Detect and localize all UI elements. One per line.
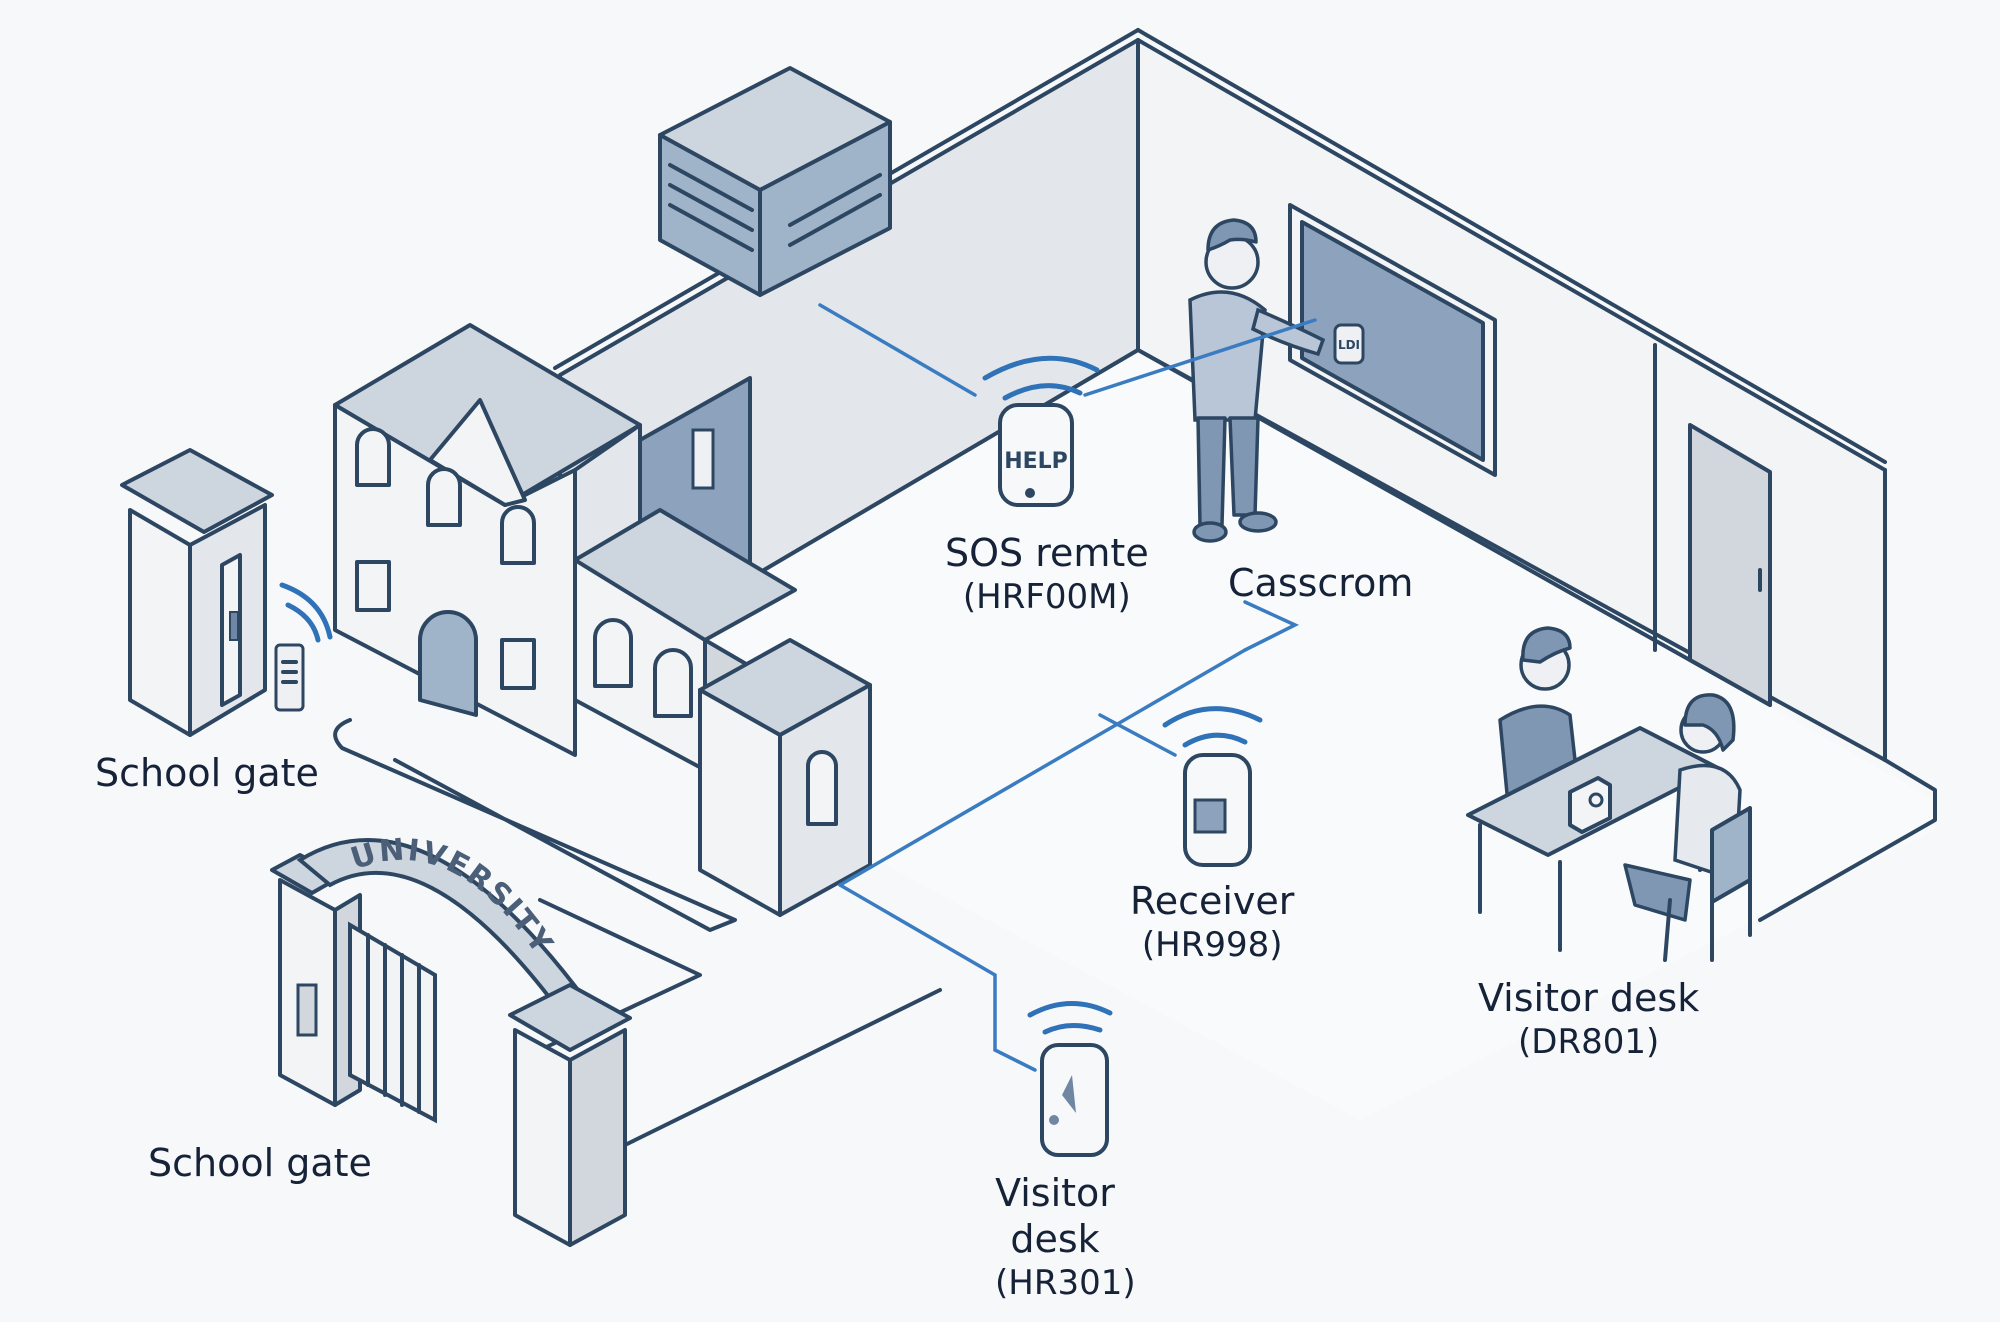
label-title: Visitor desk [1478, 976, 1700, 1020]
receiver-screen [1193, 798, 1227, 834]
server-vent-4 [788, 173, 882, 227]
path-to-desk [623, 988, 942, 1147]
window [355, 427, 391, 487]
chair-leg [1663, 898, 1672, 962]
signal-wave-icon [982, 355, 1100, 381]
path-outline [333, 718, 737, 932]
teacher-shoe-left [1192, 521, 1228, 543]
label-model: (DR801) [1518, 1022, 1660, 1062]
wall-top-rail-right [1136, 28, 1887, 464]
wing-window [653, 648, 693, 718]
label-model: (HRF00M) [962, 577, 1131, 617]
signal-wave-icon [1182, 732, 1248, 748]
label-receiver: Receiver (HR998) [1130, 878, 1294, 966]
label-classroom: Casscrom [1228, 560, 1413, 606]
gate-bars[interactable] [348, 921, 437, 1124]
label-title: Casscrom [1228, 561, 1414, 605]
server-right-face [758, 120, 892, 297]
teacher-figure [1188, 218, 1326, 543]
building-back-window [691, 428, 715, 490]
room-door[interactable] [1688, 423, 1772, 707]
label-title: Receiver [1130, 879, 1295, 923]
teacher-leg-right [1228, 416, 1260, 517]
sos-button-icon[interactable] [998, 403, 1074, 507]
floor-edge-right [1758, 758, 1937, 922]
server-vent-1 [668, 163, 754, 212]
wire-server-sos [818, 303, 977, 397]
terminal-logo [1588, 792, 1604, 808]
wire-visitor-desk [838, 883, 1037, 1072]
classroom-board: LDI [1288, 203, 1497, 477]
wire-sos-board [1083, 318, 1317, 397]
pager-logo [1062, 1075, 1076, 1113]
label-sos-remote: SOS remte (HRF00M) [945, 530, 1149, 618]
label-visitor-desk-right: Visitor desk (DR801) [1478, 975, 1699, 1063]
signal-wave-icon [279, 582, 333, 640]
arch-intercom[interactable] [296, 983, 318, 1037]
terminal-icon[interactable] [1568, 776, 1612, 834]
building-windows [355, 427, 536, 690]
label-title: Visitor desk [995, 1171, 1115, 1261]
sos-remote-device[interactable]: HELP [982, 355, 1100, 507]
arch-right-side [568, 1028, 627, 1247]
signal-wave-icon [1042, 1023, 1103, 1035]
window [426, 467, 462, 527]
classroom-panic-button[interactable] [1333, 323, 1365, 365]
label-visitor-desk-bottom: Visitor desk (HR301) [995, 1170, 1136, 1304]
teacher-leg-left [1196, 416, 1227, 527]
main-building [333, 323, 872, 917]
sos-indicator [1025, 488, 1035, 498]
arch-right-front [513, 1028, 572, 1247]
gate-door-reader [229, 611, 239, 641]
building-wing-roof [573, 508, 797, 642]
server-vent-2 [668, 183, 754, 232]
server-vent-5 [788, 193, 882, 247]
teacher-shoe-right [1238, 511, 1278, 533]
keypad-icon[interactable] [274, 643, 305, 712]
label-school-gate-bottom: School gate [148, 1140, 372, 1186]
wire-receiver [1098, 713, 1177, 757]
signal-wave-icon [1027, 1001, 1113, 1018]
label-title: SOS remte [945, 531, 1149, 575]
visitor-legs [1623, 863, 1692, 922]
wing-window [593, 618, 633, 688]
label-model: (HR301) [995, 1263, 1136, 1303]
school-gate-pillar [120, 448, 333, 737]
teacher-torso [1188, 290, 1267, 422]
signal-wave-icon [1162, 706, 1263, 728]
university-arch-gate: UNIVERSITY [270, 832, 632, 1247]
label-title: School gate [95, 751, 319, 795]
pager-indicator [1049, 1115, 1059, 1125]
label-model: (HR998) [1141, 925, 1283, 965]
network-wires [818, 303, 1317, 1072]
receiver-device[interactable] [1162, 706, 1263, 867]
window [355, 560, 391, 612]
sos-device-text: HELP [1004, 449, 1068, 474]
staff-hair [1521, 626, 1572, 664]
server-box[interactable] [658, 66, 892, 297]
wire-classroom [1243, 600, 1300, 652]
visitor-desk-device[interactable] [1027, 1001, 1113, 1157]
room-floor [560, 350, 1935, 1120]
visitor-desk-scene [1466, 626, 1752, 962]
gate-pillar-front [128, 508, 192, 737]
signal-wave-icon [285, 602, 321, 643]
window [500, 505, 536, 565]
server-vent-3 [668, 203, 754, 252]
building-entrance[interactable] [418, 610, 478, 717]
visitor-hair [1683, 693, 1736, 752]
window [500, 638, 536, 690]
arch-right-cap [508, 983, 632, 1052]
wire-to-building [838, 648, 1247, 887]
board-surface [1300, 220, 1485, 462]
label-school-gate-top: School gate [95, 750, 319, 796]
teacher-hair [1206, 218, 1258, 252]
building-gable [428, 398, 527, 507]
panic-button-text: LDI [1338, 338, 1360, 352]
label-title: School gate [148, 1141, 372, 1185]
pillar-window [806, 750, 838, 826]
signal-wave-icon [1002, 383, 1083, 401]
gate-pillar-cap [120, 448, 274, 534]
